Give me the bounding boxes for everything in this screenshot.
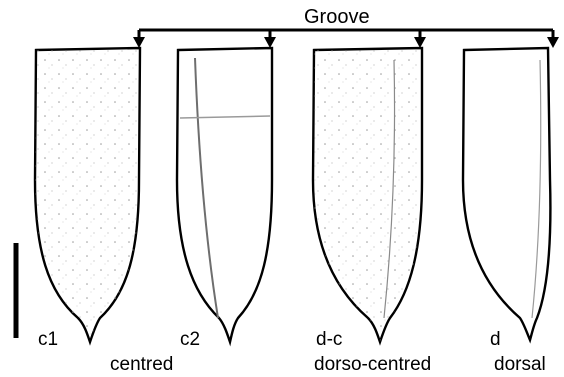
- seed-code-c1: c1: [38, 330, 58, 349]
- seed-d-outline: [463, 48, 550, 340]
- groove-arrow-head-1: [133, 37, 145, 48]
- position-label-dorso-centred: dorso-centred: [314, 355, 431, 374]
- groove-arrow-head-4: [547, 37, 559, 48]
- groove-bracket: [139, 30, 553, 40]
- position-label-dorsal: dorsal: [494, 355, 546, 374]
- seed-dc-outline: [313, 48, 422, 342]
- groove-label: Groove: [304, 7, 370, 27]
- seed-c2-outline: [177, 48, 272, 342]
- position-label-centred: centred: [110, 355, 173, 374]
- groove-arrow-head-3: [414, 37, 426, 48]
- groove-arrow-head-2: [264, 37, 276, 48]
- seed-code-dc: d-c: [316, 330, 342, 349]
- seed-c1-outline: [35, 48, 140, 342]
- seed-code-c2: c2: [180, 330, 200, 349]
- seed-code-d: d: [490, 330, 501, 349]
